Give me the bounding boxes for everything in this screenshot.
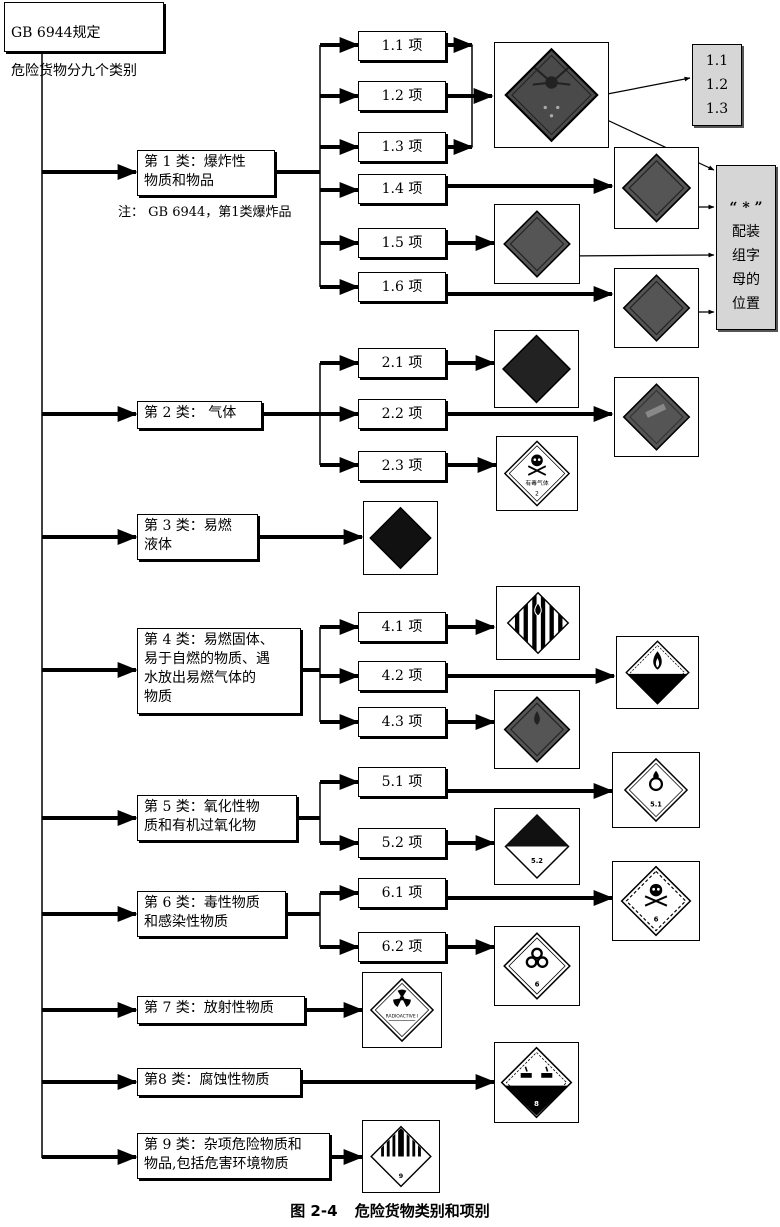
misc-stripes-icon: 9 xyxy=(370,1125,432,1188)
division-1-6: 1.6 项 xyxy=(358,272,446,302)
flammable-gas-sign xyxy=(494,330,579,408)
division-6-2: 6.2 项 xyxy=(358,932,446,962)
flame-over-circle-icon: 5.1 xyxy=(623,757,689,823)
root-box: GB 6944规定 危险货物分九个类别 xyxy=(4,2,164,79)
explosive-sign-1-6 xyxy=(614,268,699,348)
flammable-gas-icon xyxy=(501,334,572,404)
class-3-box: 第 3 类：易燃 液体 xyxy=(137,514,258,560)
toxic-gas-label: 有毒气体 xyxy=(525,479,548,487)
class-4-box: 第 4 类：易燃固体、 易于自燃的物质、遇 水放出易燃气体的 物质 xyxy=(137,628,301,714)
class-6-box: 第 6 类：毒性物质 和感染性物质 xyxy=(137,891,286,937)
infectious-number: 6 xyxy=(535,979,540,988)
division-1-4: 1.4 项 xyxy=(358,174,446,204)
radioactive-sign: RADIOACTIVE I xyxy=(362,972,442,1048)
skull-icon: 6 xyxy=(620,865,692,937)
root-line2: 危险货物分九个类别 xyxy=(11,63,137,79)
toxic-sign: 6 xyxy=(612,861,700,941)
compatibility-letter-box: “ * ” 配装 组字 母的 位置 xyxy=(716,165,776,330)
division-4-1: 4.1 项 xyxy=(358,612,446,642)
non-flammable-gas-sign xyxy=(614,377,699,457)
misc-number: 9 xyxy=(399,1172,404,1180)
toxic-number: 6 xyxy=(654,914,659,923)
division-code-1-2: 1.2 xyxy=(705,77,729,93)
oxidizer-number: 5.1 xyxy=(650,800,662,808)
corrosive-number: 8 xyxy=(534,1099,539,1108)
dangerous-when-wet-sign xyxy=(494,690,580,769)
division-1-5: 1.5 项 xyxy=(358,228,446,258)
division-2-1: 2.1 项 xyxy=(358,348,446,378)
division-code-1-3: 1.3 xyxy=(705,101,729,117)
radiation-trefoil-icon: RADIOACTIVE I xyxy=(369,977,435,1043)
figure-caption: 图 2-4 危险货物类别和项别 xyxy=(0,1200,780,1221)
organic-peroxide-icon: 5.2 xyxy=(504,813,570,880)
oxidizer-sign: 5.1 xyxy=(612,752,700,828)
division-5-1: 5.1 项 xyxy=(358,767,446,797)
gas-cylinder-icon xyxy=(622,383,691,451)
corrosive-sign: 8 xyxy=(494,1042,579,1123)
explosives-note: 注： GB 6944，第1类爆炸品 xyxy=(118,205,292,220)
division-2-3: 2.3 项 xyxy=(358,451,446,481)
flammable-solid-sign xyxy=(496,586,580,660)
class-1-box: 第 1 类：爆炸性 物质和物品 xyxy=(137,150,275,196)
flammable-liquid-icon xyxy=(369,506,432,570)
class-5-box: 第 5 类：氧化性物 质和有机过氧化物 xyxy=(137,795,297,841)
division-1-3: 1.3 项 xyxy=(358,132,446,162)
toxic-gas-number: 2 xyxy=(535,491,539,497)
explosive-1-5-icon xyxy=(503,210,571,278)
explosive-sign-1-4 xyxy=(614,147,699,229)
biohazard-icon: 6 xyxy=(503,932,571,1000)
division-6-1: 6.1 项 xyxy=(358,878,446,908)
spontaneous-combustion-sign xyxy=(616,636,699,709)
class-8-box: 第8 类：腐蚀性物质 xyxy=(137,1068,301,1096)
miscellaneous-sign: 9 xyxy=(362,1120,440,1193)
division-4-2: 4.2 项 xyxy=(358,661,446,691)
explosive-sign-1-1-to-1-3 xyxy=(494,42,609,148)
class-2-box: 第 2 类： 气体 xyxy=(137,401,262,429)
compat-text: 配装 组字 母的 位置 xyxy=(732,224,760,312)
organic-peroxide-sign: 5.2 xyxy=(494,808,580,885)
division-1-1: 1.1 项 xyxy=(358,31,446,61)
peroxide-number: 5.2 xyxy=(531,857,543,865)
division-5-2: 5.2 项 xyxy=(358,828,446,858)
explosive-divisions-box: 1.1 1.2 1.3 xyxy=(692,44,742,126)
infectious-sign: 6 xyxy=(494,926,580,1006)
explosive-sign-1-5 xyxy=(494,204,580,284)
explosive-1-4-icon xyxy=(621,153,692,223)
division-2-2: 2.2 项 xyxy=(358,399,446,429)
flammable-solid-icon xyxy=(506,591,570,655)
figure-title: 危险货物类别和项别 xyxy=(354,1202,490,1220)
radioactive-label: RADIOACTIVE I xyxy=(386,1013,419,1019)
skull-crossbones-icon: 有毒气体 2 xyxy=(503,440,571,507)
class-9-box: 第 9 类：杂项危险物质和 物品,包括危害环境物质 xyxy=(137,1133,330,1179)
figure-number: 图 2-4 xyxy=(290,1202,338,1220)
class-7-box: 第 7 类：放射性物质 xyxy=(137,996,305,1024)
explosive-icon xyxy=(504,47,599,143)
division-4-3: 4.3 项 xyxy=(358,707,446,737)
root-line1: GB 6944规定 xyxy=(11,25,101,41)
corrosion-icon: 8 xyxy=(500,1046,573,1119)
division-1-2: 1.2 项 xyxy=(358,81,446,111)
flammable-liquid-sign xyxy=(363,501,438,575)
explosive-1-6-icon xyxy=(622,274,691,342)
flame-icon xyxy=(625,640,690,705)
dangerous-when-wet-icon xyxy=(503,696,571,763)
compat-mark: “ * ” xyxy=(729,200,763,216)
toxic-gas-sign: 有毒气体 2 xyxy=(496,436,578,511)
division-code-1-1: 1.1 xyxy=(705,53,729,69)
